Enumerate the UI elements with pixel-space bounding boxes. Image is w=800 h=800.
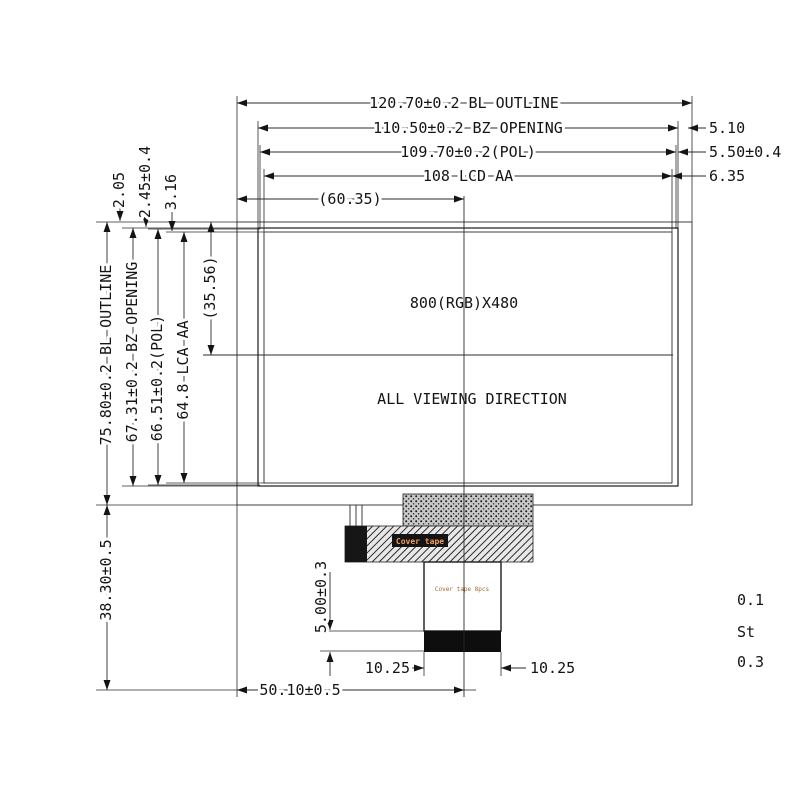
dim-connector-height: 5.00±0.3 (312, 561, 330, 633)
dim-bl-outline-height: 75.80±0.2 BL OUTLINE (97, 265, 115, 446)
connector-end-block (424, 631, 501, 652)
dim-lcd-aa-height: 64.8 LCA AA (174, 320, 192, 419)
dim-offset-left: 10.25 (365, 659, 410, 677)
panel-labels: 800(RGB)X480 ALL VIEWING DIRECTION (377, 294, 567, 408)
active-area-rect (263, 231, 673, 484)
dim-module-total-height: 38.30±0.5 (97, 539, 115, 620)
fpc-top-label: Cover tape (396, 537, 444, 546)
edge-note-1: 0.1 (737, 591, 764, 609)
bz-opening-rect (257, 227, 679, 487)
top-dimension-labels: 120.70±0.2 BL OUTLINE 110.50±0.2 BZ OPEN… (315, 91, 565, 211)
edge-notes: 0.1 St 0.3 (734, 588, 767, 674)
dim-pol-width: 109.70±0.2(POL) (400, 143, 535, 161)
dim-pol-height: 66.51±0.2(POL) (148, 315, 166, 441)
edge-note-3: 0.3 (737, 653, 764, 671)
dim-bz-opening-width: 110.50±0.2 BZ OPENING (373, 119, 563, 137)
left-dimension-labels: 75.80±0.2 BL OUTLINE 67.31±0.2 BZ OPENIN… (94, 143, 222, 448)
bottom-dimension-labels: 38.30±0.5 5.00±0.3 10.25 10.25 50.10±0.5 (94, 536, 578, 702)
fpc-stiffener-block (402, 493, 534, 527)
viewing-direction-label: ALL VIEWING DIRECTION (377, 390, 567, 408)
dim-lcd-aa-width: 108 LCD AA (423, 167, 513, 185)
dim-half-width: (60.35) (318, 190, 381, 208)
dim-right-5-50: 5.50±0.4 (709, 143, 781, 161)
dim-bz-opening-height: 67.31±0.2 BZ OPENING (123, 262, 141, 443)
dim-top-offset-3-16: 3.16 (162, 174, 180, 210)
right-dimension-labels: 5.10 5.50±0.4 6.35 (706, 116, 784, 188)
dim-bl-outline-width: 120.70±0.2 BL OUTLINE (369, 94, 559, 112)
dim-top-offset-2-05: 2.05 (110, 172, 128, 208)
edge-note-2: St (737, 623, 755, 641)
dim-right-6-35: 6.35 (709, 167, 745, 185)
panel-resolution-label: 800(RGB)X480 (410, 294, 518, 312)
dim-offset-right: 10.25 (530, 659, 575, 677)
fpc-label-patch (392, 534, 448, 547)
fpc-dark-block (345, 526, 367, 562)
dim-half-height: (35.56) (201, 256, 219, 319)
dimension-lines (103, 99, 706, 694)
dim-right-5-10: 5.10 (709, 119, 745, 137)
fpc-tail-label: Cover tape 8pcs (435, 586, 490, 593)
dim-top-offset-2-45: 2.45±0.4 (136, 146, 154, 218)
fpc-connector: Cover tape Cover tape 8pcs (344, 493, 534, 652)
dim-connector-position: 50.10±0.5 (259, 681, 340, 699)
fpc-tail (423, 561, 502, 632)
